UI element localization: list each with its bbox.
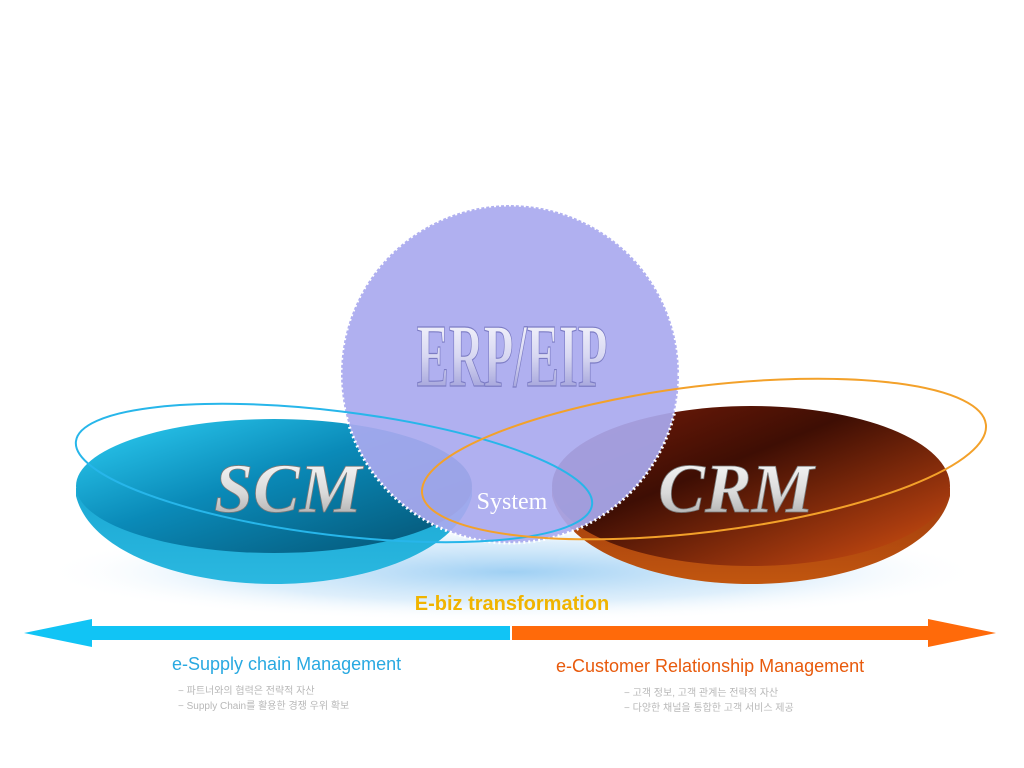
erp-circle xyxy=(339,203,681,545)
crm-ring xyxy=(420,377,988,541)
scm-label: SCM xyxy=(214,451,365,528)
left-section-notes: − 파트너와의 협력은 전략적 자산 − Supply Chain를 활용한 경… xyxy=(178,684,349,714)
system-label: System xyxy=(477,489,548,515)
right-note-2: − 다양한 채널을 통합한 고객 서비스 제공 xyxy=(624,703,794,714)
right-section-title: e-Customer Relationship Management xyxy=(556,656,865,676)
transformation-arrow xyxy=(24,619,996,647)
right-note-1: − 고객 정보, 고객 관계는 전략적 자산 xyxy=(624,688,779,699)
scm-ring xyxy=(74,402,594,544)
right-section-notes: − 고객 정보, 고객 관계는 전략적 자산 − 다양한 채널을 통합한 고객 … xyxy=(624,686,794,716)
erp-label: ERP/EIP xyxy=(417,306,608,406)
left-note-2: − Supply Chain를 활용한 경쟁 우위 확보 xyxy=(178,701,350,712)
left-section-title: e-Supply chain Management xyxy=(172,654,402,674)
crm-label: CRM xyxy=(658,451,816,528)
transformation-label: E-biz transformation xyxy=(414,593,610,615)
arrow-right-half xyxy=(512,619,996,647)
left-note-1: − 파트너와의 협력은 전략적 자산 xyxy=(178,686,315,697)
arrow-left-half xyxy=(24,619,510,647)
